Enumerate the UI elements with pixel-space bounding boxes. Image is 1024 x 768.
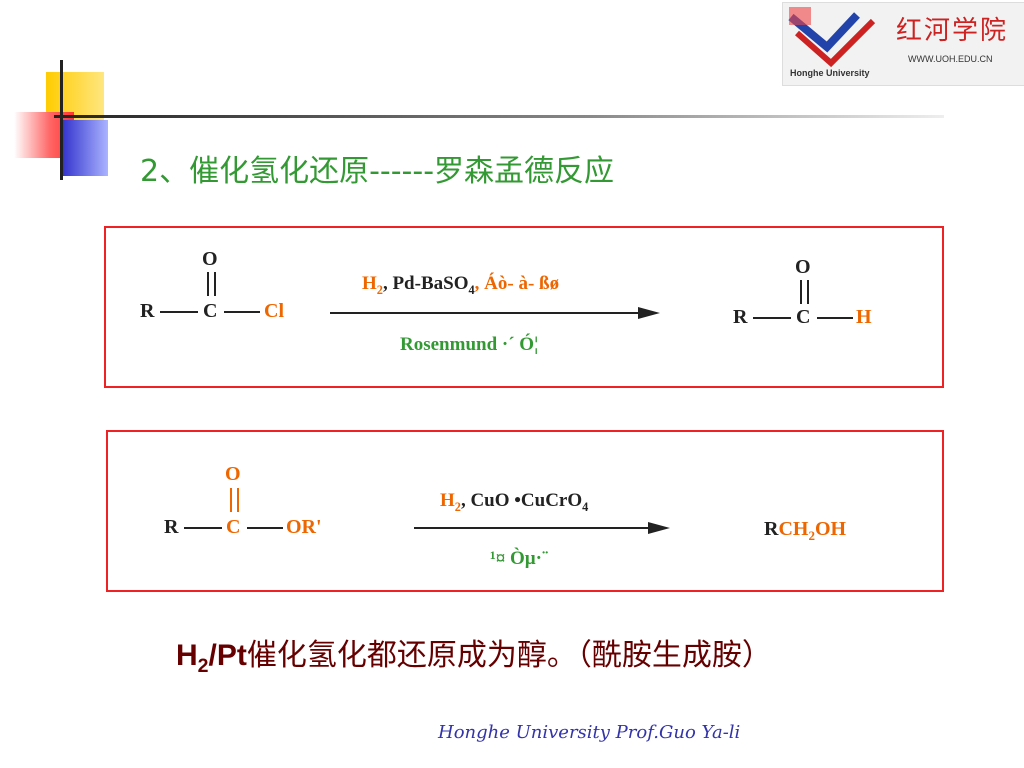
r2-conditions-top: H2, CuO •CuCrO4 xyxy=(440,490,589,514)
r1-product-c: C xyxy=(796,306,811,328)
r2-bond-cor xyxy=(247,527,283,529)
r2-arrow-line xyxy=(414,527,650,529)
r1-bond-rc xyxy=(160,311,198,313)
r1-product-o: O xyxy=(795,256,811,278)
r1-reactant-cl: Cl xyxy=(264,300,284,322)
r2-product: RCH2OH xyxy=(764,518,847,543)
r2-reactant-c: C xyxy=(226,516,241,538)
reaction2-box xyxy=(106,430,944,592)
decor-blue-square xyxy=(62,120,108,176)
r1-arrow-head-icon xyxy=(638,307,660,319)
logo-chinese-name: 红河学院 xyxy=(896,16,1009,46)
r2-bond-rc xyxy=(184,527,222,529)
reaction1-box xyxy=(104,226,944,388)
r1-reactant-o: O xyxy=(202,248,218,270)
r1-arrow-line xyxy=(330,312,640,314)
decor-horizontal-line xyxy=(54,115,944,118)
university-logo xyxy=(782,2,1024,86)
summary-note: H2/Pt催化氢化都还原成为醇。（酰胺生成胺） xyxy=(176,638,772,677)
r1-double-bond-b xyxy=(214,272,216,296)
r1-double-bond-a xyxy=(207,272,209,296)
r2-arrow-head-icon xyxy=(648,522,670,534)
decor-vertical-line xyxy=(60,60,63,180)
logo-english-name: Honghe University xyxy=(790,68,870,78)
logo-url: WWW.UOH.EDU.CN xyxy=(908,54,993,64)
r1-conditions-top: H2, Pd-BaSO4, Áò- à- ßø xyxy=(362,273,560,297)
slide-title: 2、催化氢化还原------罗森孟德反应 xyxy=(140,154,615,189)
logo-emblem-icon xyxy=(788,7,876,68)
r2-double-bond-a xyxy=(230,488,232,512)
r1-product-double-bond-a xyxy=(800,280,802,304)
r2-reactant-or: OR' xyxy=(286,516,322,538)
r1-product-bond-ch xyxy=(817,317,853,319)
r2-reactant-o: O xyxy=(225,463,241,485)
r1-product-double-bond-b xyxy=(807,280,809,304)
r1-product-bond-rc xyxy=(753,317,791,319)
r2-conditions-bottom: ¹¤ Òµ·¨ xyxy=(490,548,549,569)
slide-footer: Honghe University Prof.Guo Ya-li xyxy=(438,722,741,743)
r1-product-h: H xyxy=(856,306,872,328)
r2-reactant-r: R xyxy=(164,516,179,538)
r1-conditions-bottom: Rosenmund ·´ Ó¦ xyxy=(400,334,539,355)
r1-reactant-r: R xyxy=(140,300,155,322)
r1-product-r: R xyxy=(733,306,748,328)
r1-reactant-c: C xyxy=(203,300,218,322)
r2-double-bond-b xyxy=(237,488,239,512)
r1-bond-ccl xyxy=(224,311,260,313)
